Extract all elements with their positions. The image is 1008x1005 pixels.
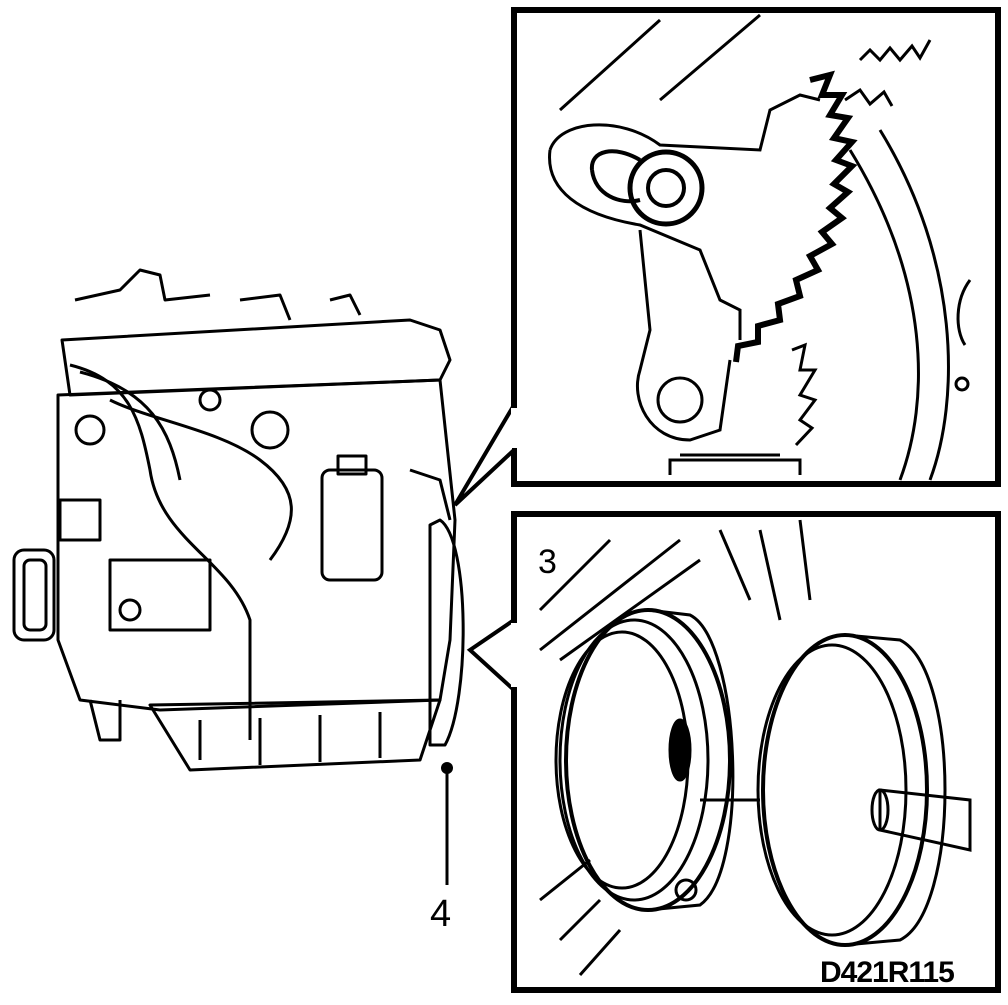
engine-drawing bbox=[12, 268, 465, 772]
callout-label-4: 4 bbox=[430, 893, 452, 935]
callout-label-3: 3 bbox=[538, 543, 557, 581]
callout-4-leader bbox=[441, 762, 453, 885]
flywheel-detail bbox=[453, 7, 1001, 507]
figure-id: D421R115 bbox=[820, 956, 955, 989]
pulley-detail bbox=[466, 511, 1001, 993]
